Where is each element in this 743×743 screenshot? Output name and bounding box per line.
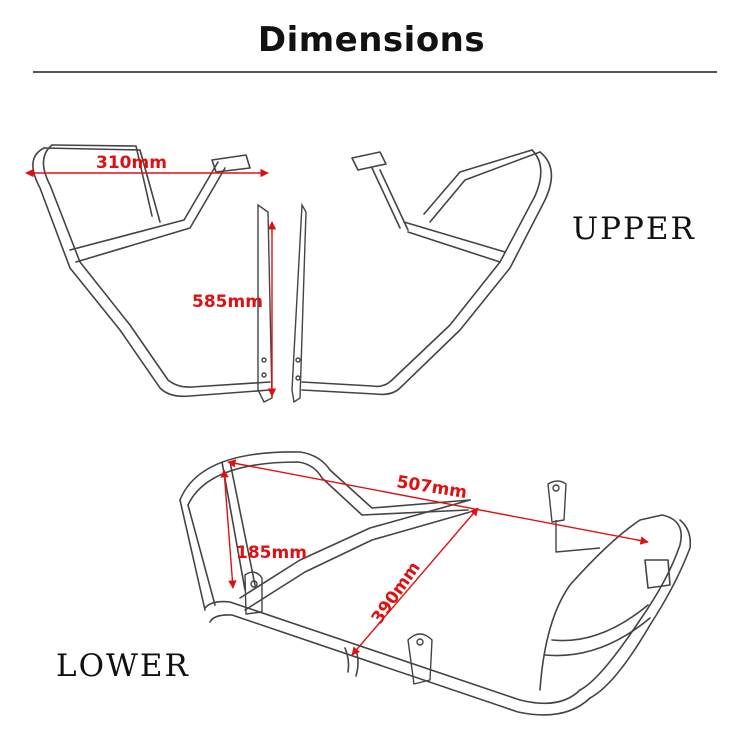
dim-label-lower-depth: 390mm [368,558,425,628]
title-divider [33,71,717,73]
dim-line-lower-height [220,469,237,589]
upper-right-bar [301,149,553,396]
lower-right-loop [539,514,692,699]
dim-label-upper-width: 310mm [96,153,167,173]
page-title: Dimensions [257,20,486,60]
section-label-upper: UPPER [572,211,696,247]
lower-left-loop [179,451,471,611]
lower-main-tube [204,600,591,716]
upper-left-mount-plate [257,203,273,403]
dim-label-upper-height: 585mm [192,292,263,312]
dim-label-lower-height: 185mm [236,543,307,563]
dim-label-lower-width: 507mm [395,472,468,503]
upper-left-bar [32,144,271,398]
upper-right-mount-plate [291,202,307,404]
dim-line-lower-depth [351,507,479,656]
dimension-lines [25,168,649,656]
section-label-lower: LOWER [56,648,190,684]
dim-line-lower-width [227,459,649,545]
